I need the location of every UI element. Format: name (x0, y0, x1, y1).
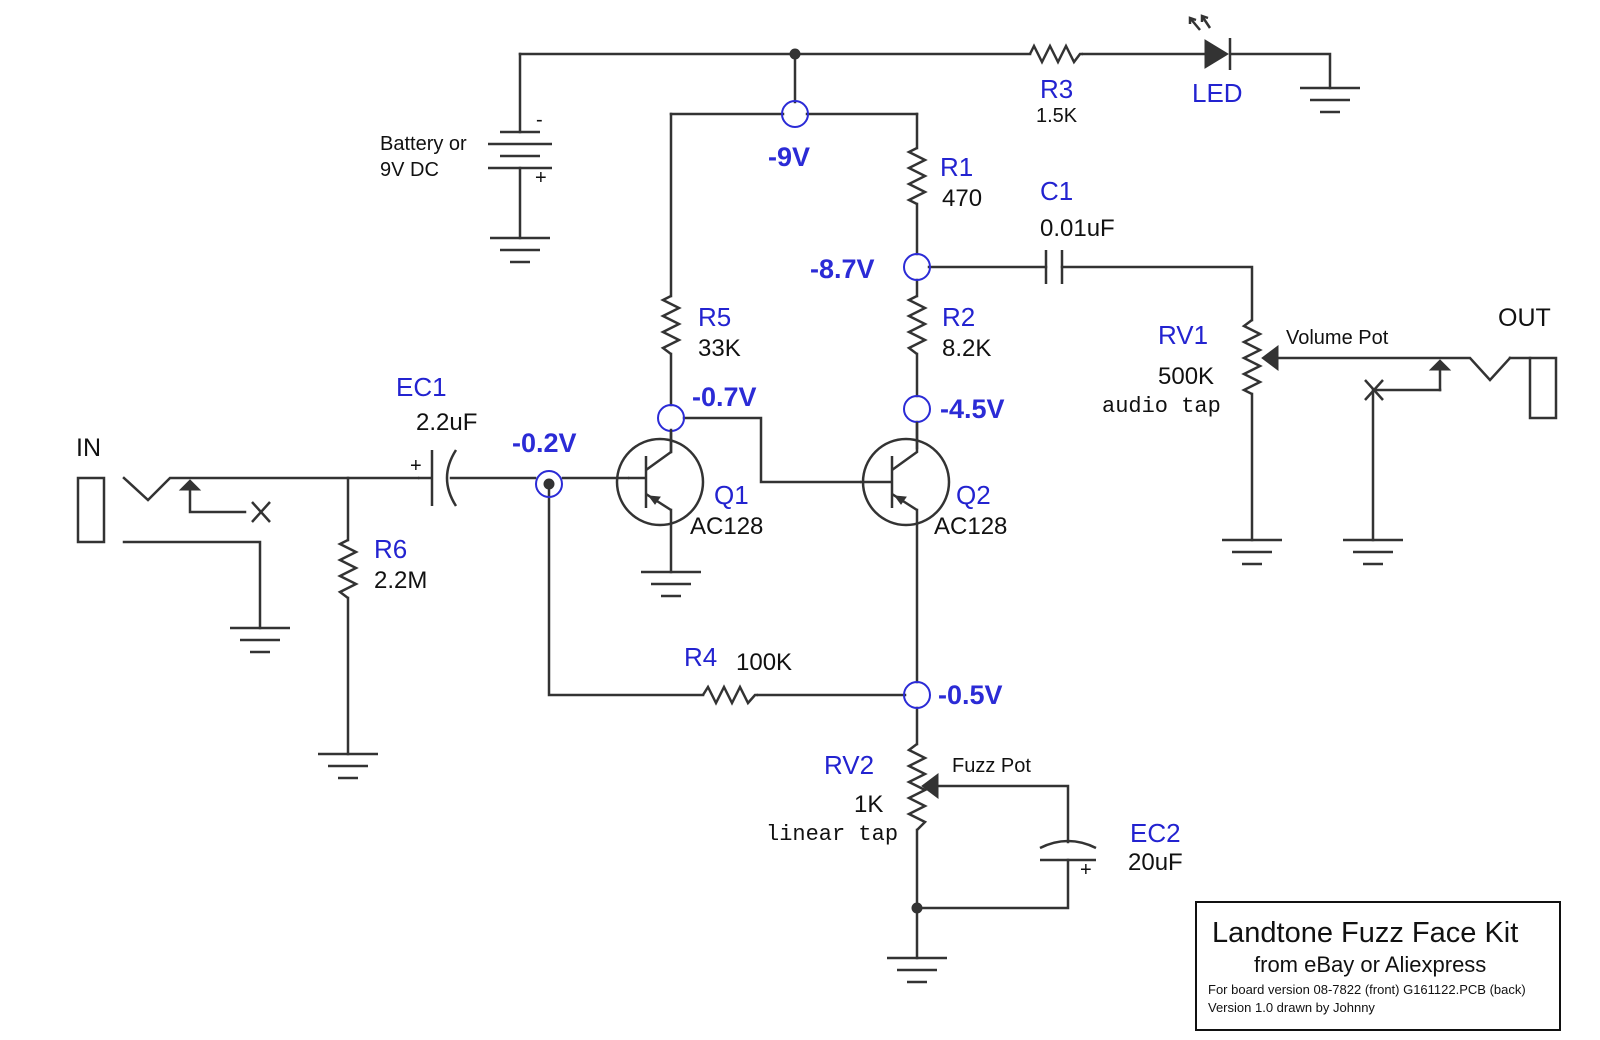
battery-plus-sign: + (535, 167, 547, 189)
rv2-fuzz-pot-symbol (906, 743, 939, 831)
junction-dot (789, 48, 801, 60)
battery-minus-sign: - (536, 109, 543, 131)
r4-resistor-symbol (701, 684, 758, 706)
rv2-taper-label: linear tap (766, 822, 898, 847)
test-point-ring (781, 100, 809, 128)
ec1-electrolytic-capacitor-symbol (418, 449, 458, 507)
ground-symbols (230, 86, 1403, 984)
c1-value-label: 0.01uF (1040, 215, 1115, 242)
output-jack-label: OUT (1498, 304, 1551, 332)
q2-value-label: AC128 (934, 513, 1007, 540)
ground-symbol (318, 752, 378, 780)
rv1-ref-label: RV1 (1158, 320, 1208, 350)
test-point-ring (657, 404, 685, 432)
battery-label-line2: 9V DC (380, 159, 439, 181)
r5-ref-label: R5 (698, 302, 731, 332)
ground-symbol (490, 236, 550, 264)
test-point-ring (535, 470, 563, 498)
rv2-value-label: 1K (854, 791, 883, 818)
ground-symbol (641, 570, 701, 598)
q1-transistor-symbol (615, 430, 705, 527)
title-block: Landtone Fuzz Face Kit from eBay or Alie… (1195, 901, 1561, 1031)
test-point-ring (903, 395, 931, 423)
input-jack-symbol (76, 476, 271, 544)
rv1-taper-label: audio tap (1102, 394, 1221, 419)
voltage-q2-collector-top-label: -8.7V (810, 254, 875, 284)
ec2-polarity-mark: + (1080, 859, 1092, 881)
ground-symbol (1222, 538, 1282, 566)
ground-symbol (887, 956, 947, 984)
junctions (543, 48, 923, 914)
ground-symbol (1343, 538, 1403, 566)
rv1-value-label: 500K (1158, 363, 1214, 390)
r4-ref-label: R4 (684, 642, 717, 672)
ec2-ref-label: EC2 (1130, 818, 1181, 848)
r3-ref-label: R3 (1040, 74, 1073, 104)
voltage-q2-emitter-label: -0.5V (938, 680, 1003, 710)
ground-symbol (230, 626, 290, 654)
c1-capacitor-symbol (1044, 250, 1064, 284)
q2-ref-label: Q2 (956, 480, 991, 510)
q2-transistor-symbol (860, 422, 951, 527)
r1-ref-label: R1 (940, 152, 973, 182)
r1-value-label: 470 (942, 185, 982, 212)
ground-symbol (1300, 86, 1360, 114)
r3-resistor-symbol (1028, 43, 1083, 65)
q1-ref-label: Q1 (714, 480, 749, 510)
ec2-value-label: 20uF (1128, 849, 1183, 876)
rv1-role-label: Volume Pot (1286, 327, 1389, 349)
led-ref-label: LED (1192, 78, 1243, 108)
title-block-title: Landtone Fuzz Face Kit (1212, 917, 1518, 949)
output-jack-symbol (1364, 356, 1558, 420)
battery-symbol (488, 130, 552, 170)
led-symbol (1188, 14, 1232, 70)
battery-label-line1: Battery or (380, 133, 467, 155)
voltage-q2-collector-label: -4.5V (940, 394, 1005, 424)
r1-resistor-symbol (906, 146, 928, 206)
title-block-board-note: For board version 08-7822 (front) G16112… (1208, 982, 1526, 997)
voltage-supply-label: -9V (768, 142, 810, 172)
r2-value-label: 8.2K (942, 335, 991, 362)
voltage-q1-base-label: -0.2V (512, 428, 577, 458)
r5-resistor-symbol (660, 294, 682, 355)
rv2-ref-label: RV2 (824, 750, 874, 780)
test-point-ring (903, 253, 931, 281)
title-block-subtitle: from eBay or Aliexpress (1254, 952, 1486, 977)
ec1-ref-label: EC1 (396, 372, 447, 402)
r5-value-label: 33K (698, 335, 741, 362)
ec2-electrolytic-capacitor-symbol (1039, 839, 1097, 862)
wires (122, 52, 1512, 960)
c1-ref-label: C1 (1040, 176, 1073, 206)
r6-resistor-symbol (337, 538, 359, 599)
ec1-value-label: 2.2uF (416, 409, 477, 436)
ec1-polarity-mark: + (410, 455, 422, 477)
r2-ref-label: R2 (942, 302, 975, 332)
r2-resistor-symbol (906, 294, 928, 355)
r6-value-label: 2.2M (374, 567, 427, 594)
title-block-version-note: Version 1.0 drawn by Johnny (1208, 1000, 1375, 1015)
rv2-role-label: Fuzz Pot (952, 755, 1031, 777)
test-point-ring (903, 681, 931, 709)
r4-value-label: 100K (736, 649, 792, 676)
r3-value-label: 1.5K (1036, 105, 1078, 127)
junction-dot (543, 478, 555, 490)
q1-value-label: AC128 (690, 513, 763, 540)
junction-dot (911, 902, 923, 914)
rv1-volume-pot-symbol (1241, 319, 1279, 396)
input-jack-label: IN (76, 434, 101, 462)
r6-ref-label: R6 (374, 534, 407, 564)
voltage-q1-collector-label: -0.7V (692, 382, 757, 412)
